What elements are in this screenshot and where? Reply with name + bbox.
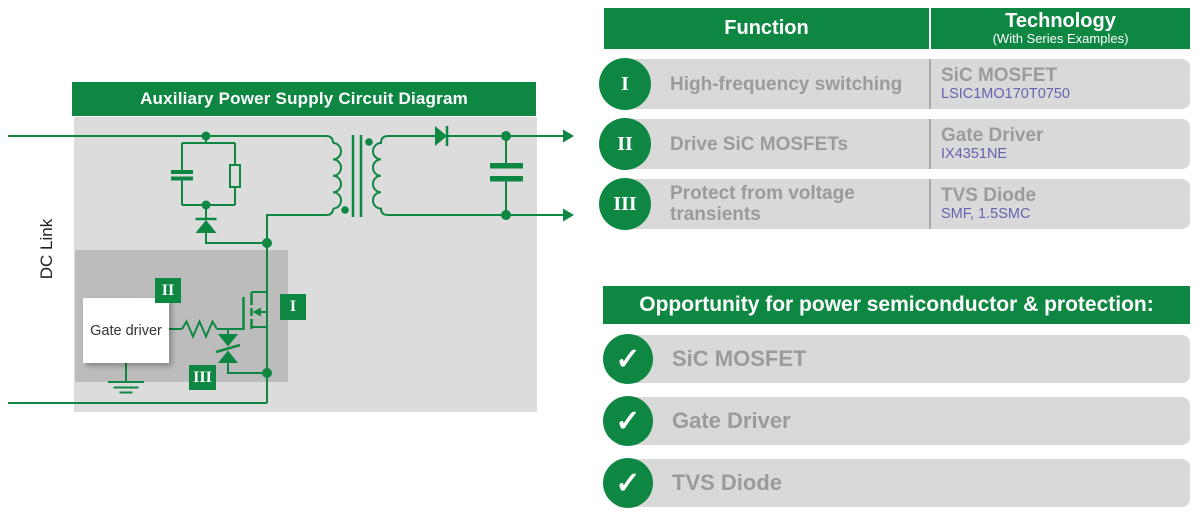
node-dot	[201, 200, 211, 210]
technology-name: SiC MOSFET	[941, 65, 1058, 86]
table-row: Drive SiC MOSFETs Gate Driver IX4351NE	[613, 119, 1190, 169]
output-diode	[435, 126, 447, 146]
opportunity-label: TVS Diode	[672, 470, 783, 495]
gate-driver-label: Gate driver	[90, 322, 162, 339]
dc-link-label: DC Link	[37, 218, 56, 280]
column-divider	[929, 59, 931, 109]
marker-mosfet: I	[280, 294, 306, 320]
node-dot	[262, 368, 272, 378]
node-dot	[201, 131, 211, 141]
column-divider	[929, 119, 931, 169]
node-dot	[501, 210, 511, 220]
series-example: LSIC1MO170T0750	[941, 86, 1070, 102]
circuit-diagram	[8, 117, 574, 412]
table-row: High-frequency switching SiC MOSFET LSIC…	[613, 59, 1190, 109]
marker-gate-driver: II	[155, 278, 181, 303]
node-dot	[262, 238, 272, 248]
snubber-diode	[195, 220, 217, 233]
tvs-zener-bar	[215, 343, 241, 354]
technology-name: TVS Diode	[941, 185, 1037, 206]
table-header: Function Technology (With Series Example…	[604, 8, 1190, 49]
check-icon: ✓	[603, 396, 653, 446]
header-function: Function	[724, 17, 809, 39]
opportunity-label: Gate Driver	[672, 408, 791, 433]
opportunity-row: Gate Driver	[613, 397, 1190, 445]
series-example: IX4351NE	[941, 146, 1008, 162]
primary-return-and-bus	[266, 208, 334, 403]
tvs-upper-triangle	[218, 334, 238, 347]
transformer-core	[351, 135, 363, 217]
numeral-badge-3: III	[599, 178, 651, 230]
check-icon: ✓	[603, 458, 653, 508]
function-text: High-frequency switching	[670, 73, 903, 95]
table-row: Protect from voltage transients TVS Diod…	[613, 179, 1190, 229]
snubber-loop	[181, 142, 236, 206]
diagram-title: Auxiliary Power Supply Circuit Diagram	[72, 82, 536, 116]
series-example: SMF, 1.5SMC	[941, 206, 1031, 222]
header-technology-cell: Technology (With Series Examples)	[931, 8, 1190, 49]
ground-symbol	[108, 363, 144, 394]
function-text: Protect from voltage transients	[670, 183, 855, 225]
opportunity-row: SiC MOSFET	[613, 335, 1190, 383]
snubber-resistor	[229, 164, 241, 188]
node-dot	[501, 131, 511, 141]
technology-name: Gate Driver	[941, 125, 1044, 146]
mosfet-body-arrow	[252, 307, 261, 317]
transformer-secondary-coil	[372, 135, 563, 216]
numeral-badge-2: II	[599, 118, 651, 170]
secondary-phase-dot	[365, 138, 373, 146]
opportunity-label: SiC MOSFET	[672, 346, 807, 371]
output-arrow-bottom	[563, 208, 574, 222]
marker-tvs: III	[189, 365, 216, 390]
primary-phase-dot	[341, 206, 349, 214]
opportunity-title: Opportunity for power semiconductor & pr…	[603, 286, 1190, 324]
tvs-leads	[227, 329, 267, 374]
gate-resistor	[181, 318, 218, 340]
output-arrow-top	[563, 129, 574, 143]
numeral-badge-1: I	[599, 58, 651, 110]
opportunity-row: TVS Diode	[613, 459, 1190, 507]
technology-cell: Gate Driver IX4351NE	[941, 119, 1043, 169]
technology-cell: SiC MOSFET LSIC1MO170T0750	[941, 59, 1070, 109]
dc-link-top-rail	[8, 135, 334, 144]
header-technology-sub: (With Series Examples)	[992, 31, 1129, 46]
snubber-cap-plate	[171, 170, 193, 174]
check-icon: ✓	[603, 334, 653, 384]
output-cap-plate	[490, 176, 523, 182]
gate-driver-box: Gate driver	[83, 298, 169, 363]
tvs-lower-triangle	[218, 350, 238, 363]
column-divider	[929, 179, 931, 229]
function-text: Drive SiC MOSFETs	[670, 133, 849, 155]
header-technology: Technology	[1005, 10, 1116, 32]
output-cap-plate	[490, 163, 523, 169]
snubber-cap-plate	[171, 176, 193, 181]
technology-cell: TVS Diode SMF, 1.5SMC	[941, 179, 1036, 229]
header-function-cell: Function	[604, 8, 929, 49]
transformer-primary-coil	[332, 142, 342, 210]
